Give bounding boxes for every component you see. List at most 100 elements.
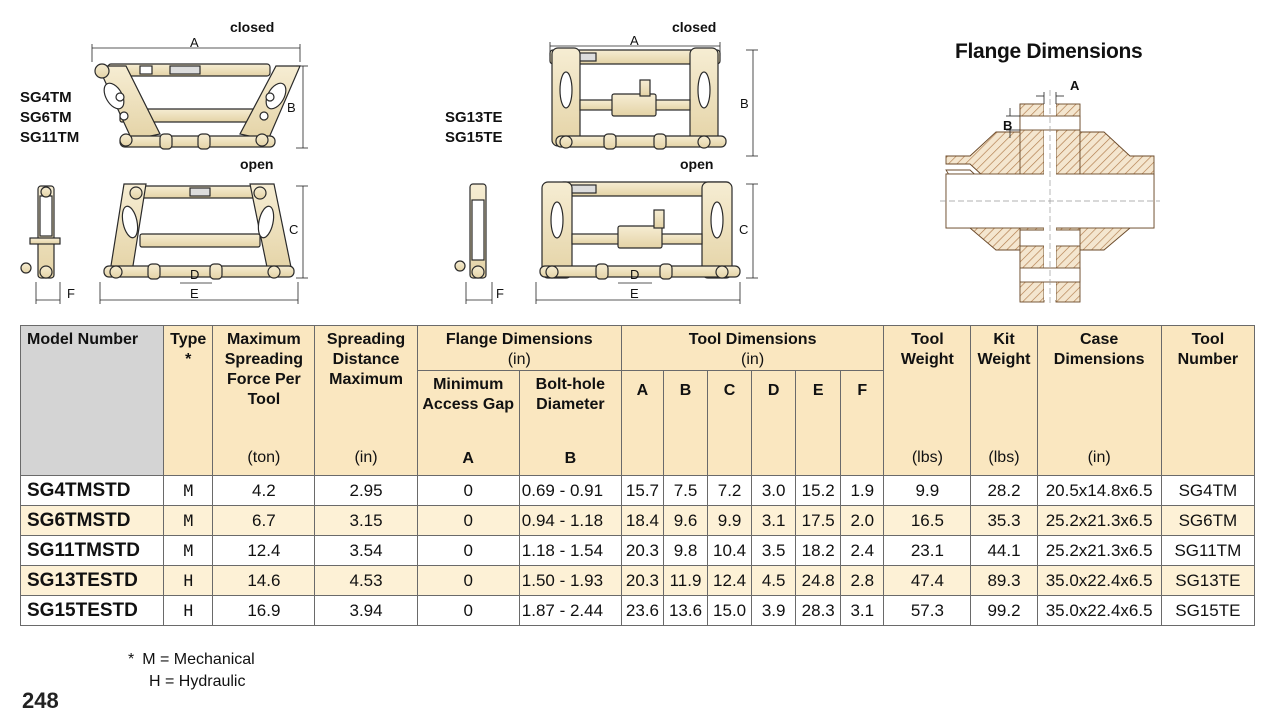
open-tool-drawing — [539, 181, 741, 280]
model-label: SG4TM — [20, 89, 72, 106]
dim-e: E — [190, 286, 199, 301]
cell-tool-number: SG11TM — [1160, 535, 1256, 566]
closed-tool-drawing — [549, 47, 727, 150]
header-dim-e: E — [795, 370, 842, 476]
cell-tool-weight: 9.9 — [883, 475, 972, 506]
table-row: SG4TMSTD M 4.2 2.95 0 0.69 - 0.91 15.7 7… — [19, 475, 1256, 506]
cell-c: 9.9 — [707, 505, 753, 536]
header-case-dimensions: Case Dimensions(in) — [1036, 325, 1162, 476]
dim-a: A — [190, 35, 199, 50]
cell-a: 23.6 — [620, 595, 664, 626]
table-row: SG13TESTD H 14.6 4.53 0 1.50 - 1.93 20.3… — [19, 565, 1256, 596]
side-view-drawing — [454, 183, 487, 279]
cell-bolt: 1.87 - 2.44 — [518, 595, 622, 626]
cell-force: 12.4 — [212, 535, 316, 566]
dim-b: B — [287, 100, 296, 115]
cell-tool-number: SG15TE — [1160, 595, 1256, 626]
cell-f: 2.8 — [840, 565, 885, 596]
header-model-number: Model Number — [19, 325, 165, 476]
cell-type: M — [163, 475, 214, 506]
cell-b: 9.6 — [662, 505, 709, 536]
cell-model: SG4TMSTD — [19, 475, 165, 506]
cell-model: SG11TMSTD — [19, 535, 165, 566]
cell-force: 6.7 — [212, 505, 316, 536]
middle-closed-label: closed — [672, 19, 717, 35]
dim-b: B — [740, 96, 749, 111]
cell-force: 14.6 — [212, 565, 316, 596]
cell-a: 20.3 — [620, 535, 664, 566]
model-label: SG11TM — [20, 129, 80, 146]
dimension-lines-open — [35, 185, 308, 304]
model-label: SG13TE — [445, 109, 503, 126]
cell-type: H — [163, 595, 214, 626]
table-row: SG15TESTD H 16.9 3.94 0 1.87 - 2.44 23.6… — [19, 595, 1256, 626]
cell-f: 2.0 — [840, 505, 885, 536]
closed-tool-drawing — [94, 63, 301, 150]
table-row: SG11TMSTD M 12.4 3.54 0 1.18 - 1.54 20.3… — [19, 535, 1256, 566]
footnote-mark: * — [128, 651, 135, 668]
dim-c: C — [739, 222, 748, 237]
cell-e: 15.2 — [795, 475, 842, 506]
cell-kit-weight: 44.1 — [970, 535, 1038, 566]
cell-bolt: 0.94 - 1.18 — [518, 505, 622, 536]
cell-e: 17.5 — [795, 505, 842, 536]
cell-e: 24.8 — [795, 565, 842, 596]
dim-e: E — [630, 286, 639, 301]
cell-c: 15.0 — [707, 595, 753, 626]
cell-b: 9.8 — [662, 535, 709, 566]
cell-kit-weight: 99.2 — [970, 595, 1038, 626]
cell-bolt: 1.18 - 1.54 — [518, 535, 622, 566]
cell-b: 11.9 — [662, 565, 709, 596]
cell-distance: 2.95 — [314, 475, 418, 506]
flange-dim-a: A — [1070, 78, 1080, 93]
header-kit-weight: Kit Weight(lbs) — [970, 325, 1038, 476]
cell-tool-weight: 16.5 — [883, 505, 972, 536]
cell-tool-weight: 57.3 — [883, 595, 972, 626]
header-tool-weight: Tool Weight(lbs) — [883, 325, 972, 476]
cell-gap: 0 — [416, 535, 520, 566]
cell-force: 4.2 — [212, 475, 316, 506]
header-dim-f: F — [840, 370, 885, 476]
cell-tool-weight: 23.1 — [883, 535, 972, 566]
spec-table: Model Number Type* Maximum Spreading For… — [19, 325, 1256, 626]
cell-a: 18.4 — [620, 505, 664, 536]
header-dim-a: A — [620, 370, 664, 476]
cell-kit-weight: 35.3 — [970, 505, 1038, 536]
cell-f: 2.4 — [840, 535, 885, 566]
cell-d: 4.5 — [751, 565, 797, 596]
cell-c: 12.4 — [707, 565, 753, 596]
header-dim-b: B — [662, 370, 709, 476]
cell-case: 35.0x22.4x6.5 — [1036, 595, 1162, 626]
cell-tool-weight: 47.4 — [883, 565, 972, 596]
cell-kit-weight: 28.2 — [970, 475, 1038, 506]
dim-d: D — [630, 267, 639, 282]
middle-tool-diagram: A B C D E F — [454, 33, 758, 304]
cell-d: 3.1 — [751, 505, 797, 536]
open-tool-drawing — [103, 183, 295, 280]
cell-model: SG13TESTD — [19, 565, 165, 596]
cell-case: 25.2x21.3x6.5 — [1036, 535, 1162, 566]
cell-gap: 0 — [416, 595, 520, 626]
cell-kit-weight: 89.3 — [970, 565, 1038, 596]
cell-gap: 0 — [416, 475, 520, 506]
cell-d: 3.0 — [751, 475, 797, 506]
cell-distance: 3.94 — [314, 595, 418, 626]
cell-f: 3.1 — [840, 595, 885, 626]
footnote-hydraulic: H = Hydraulic — [149, 673, 246, 690]
dim-c: C — [289, 222, 298, 237]
header-flange-dimensions: Flange Dimensions(in) — [416, 325, 622, 371]
model-label: SG15TE — [445, 129, 503, 146]
cell-distance: 3.15 — [314, 505, 418, 536]
header-type: Type* — [163, 325, 214, 476]
cell-type: M — [163, 535, 214, 566]
cell-case: 25.2x21.3x6.5 — [1036, 505, 1162, 536]
cell-case: 35.0x22.4x6.5 — [1036, 565, 1162, 596]
cell-gap: 0 — [416, 505, 520, 536]
cell-tool-number: SG13TE — [1160, 565, 1256, 596]
side-view-drawing — [20, 185, 61, 279]
cell-e: 28.3 — [795, 595, 842, 626]
cell-type: H — [163, 565, 214, 596]
header-tool-dimensions: Tool Dimensions(in) — [620, 325, 885, 371]
